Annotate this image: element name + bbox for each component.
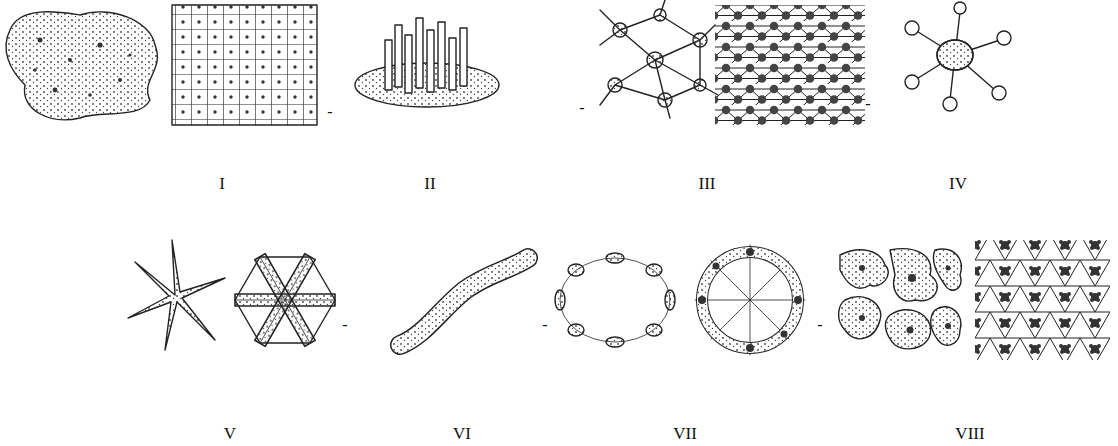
separator-dash: - [342, 317, 347, 333]
separator-dash: - [542, 317, 547, 333]
separator-dash: - [817, 317, 822, 333]
figure-numeral: VII [673, 425, 697, 442]
separator-dash: - [865, 96, 870, 112]
figure-numeral: V [224, 425, 236, 442]
separator-dash: - [579, 100, 584, 116]
figure-numeral: VI [453, 425, 471, 442]
figure-numeral: III [699, 175, 716, 192]
figure-numeral: I [219, 175, 225, 192]
figure-numeral: II [424, 175, 435, 192]
figure-numeral: IV [949, 175, 967, 192]
figure-numeral: VIII [955, 425, 984, 442]
separator-dash: - [327, 104, 332, 120]
